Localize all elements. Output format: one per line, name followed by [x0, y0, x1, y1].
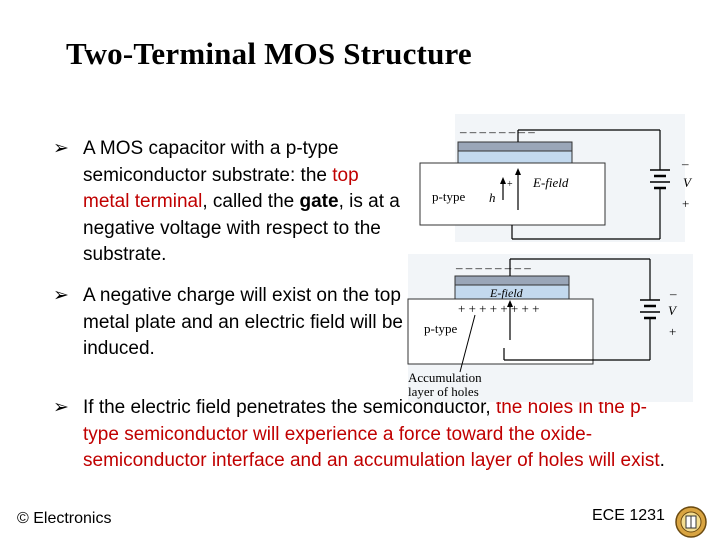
footer-right: ECE 1231	[592, 507, 665, 524]
bullet-1-text: A MOS capacitor with a p-type semiconduc…	[83, 136, 403, 269]
bottom-field-label: E-field	[489, 286, 524, 300]
bottom-p-type-substrate	[407, 298, 594, 365]
bottom-gate-plate	[454, 275, 570, 286]
top-negative-charges: – – – – – – – –	[459, 124, 535, 139]
bullet-1-text-b: , called the	[202, 191, 300, 212]
bullet-1-text-c: , is at a negative voltage with respect …	[83, 191, 400, 265]
bullet-2-text: A negative charge will exist on the top …	[83, 285, 404, 359]
top-field-label: E-field	[532, 175, 569, 190]
caption-pointer-line	[459, 314, 476, 373]
bullet-3-period: .	[659, 450, 665, 471]
bullet-1-text-a: A MOS capacitor with a p-type semiconduc…	[83, 138, 339, 186]
mos-capacitor-figure: – – – – – – – – p-type h + E-field – V +…	[407, 114, 693, 402]
top-field-arrowhead	[515, 168, 521, 175]
bullet-1-gate-term: gate	[299, 191, 339, 212]
top-p-type-label: p-type	[432, 189, 465, 204]
bottom-diagram: – – – – – – – – E-field + + + + + + + + …	[407, 254, 693, 402]
accumulation-caption-line1: Accumulation	[408, 370, 482, 385]
bottom-field-arrowhead	[507, 300, 513, 307]
bottom-p-type-label: p-type	[424, 321, 457, 336]
accumulation-caption-line2: layer of holes	[408, 384, 479, 399]
arrow-bullet-icon: ➢	[53, 397, 69, 418]
bullet-1: ➢ A MOS capacitor with a p-type semicond…	[53, 136, 403, 269]
arrow-bullet-icon: ➢	[53, 138, 69, 159]
bullet-3-highlight: the holes in the p-type semiconductor wi…	[83, 397, 660, 471]
bottom-hole-charges: + + + + + + + +	[458, 301, 539, 316]
bullet-2: ➢ A negative charge will exist on the to…	[53, 283, 403, 363]
footer-left: © Electronics	[17, 510, 112, 527]
bullet-3-text-a: If the electric field penetrates the sem…	[83, 397, 496, 418]
bottom-battery-minus: –	[669, 286, 677, 301]
top-voltage-label: V	[683, 175, 693, 190]
bullet-1-highlight-terminal: top metal terminal	[83, 164, 359, 213]
top-hole-label: h	[489, 190, 496, 205]
top-battery-plus: +	[682, 196, 689, 211]
bullet-3-text: If the electric field penetrates the sem…	[83, 395, 673, 475]
university-logo-icon	[675, 506, 707, 538]
top-hole-plus: +	[507, 179, 513, 190]
bullet-3: ➢ If the electric field penetrates the s…	[53, 395, 673, 475]
bottom-negative-charges: – – – – – – – –	[455, 260, 531, 275]
top-battery-minus: –	[681, 156, 689, 171]
arrow-bullet-icon: ➢	[53, 285, 69, 306]
top-hole-arrowhead	[500, 177, 506, 184]
top-diagram: – – – – – – – – p-type h + E-field – V +	[419, 114, 693, 242]
top-oxide-layer	[457, 150, 573, 164]
bottom-battery-plus: +	[669, 324, 676, 339]
bottom-voltage-label: V	[668, 303, 678, 318]
slide-title: Two-Terminal MOS Structure	[66, 36, 472, 71]
top-p-type-substrate	[419, 162, 606, 226]
top-gate-plate	[457, 141, 573, 152]
